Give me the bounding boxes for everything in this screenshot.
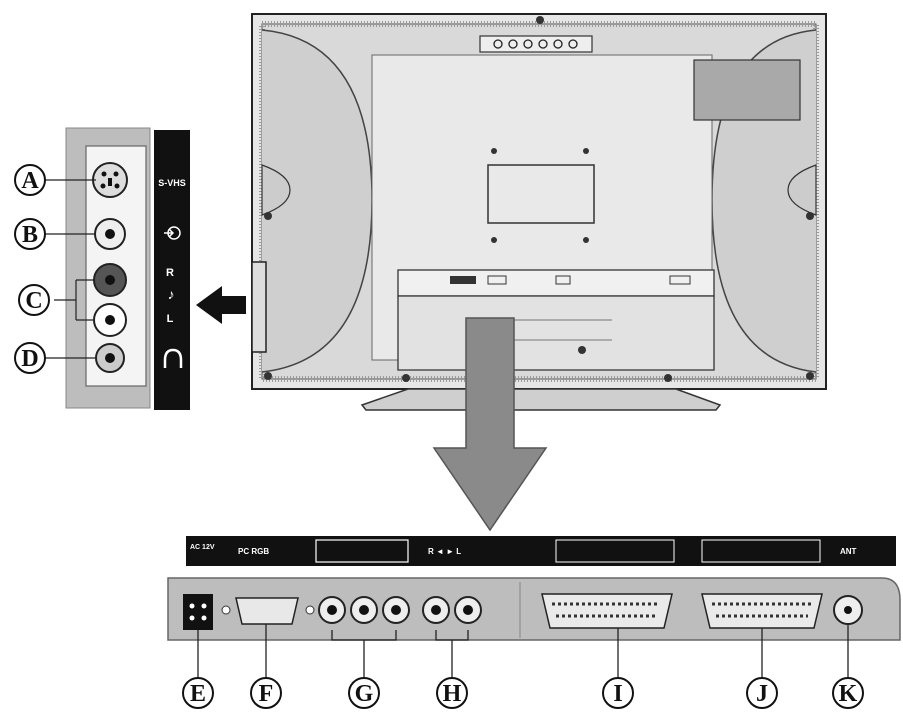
music-note-icon: ♪ xyxy=(168,286,175,302)
label-h: H xyxy=(443,681,462,707)
antenna-text: ANT xyxy=(840,547,857,556)
label-j: J xyxy=(756,681,768,707)
label-i-circle xyxy=(602,677,634,709)
label-f-circle xyxy=(250,677,282,709)
power-port xyxy=(183,594,213,630)
label-d-circle xyxy=(14,342,46,374)
video-in-icon xyxy=(164,226,181,240)
label-c-circle xyxy=(18,284,50,316)
label-a-circle xyxy=(14,164,46,196)
label-a: A xyxy=(21,168,39,194)
label-e-circle xyxy=(182,677,214,709)
audio-ports xyxy=(422,596,482,624)
component-ports xyxy=(318,596,410,624)
label-b: B xyxy=(22,222,38,248)
label-b-circle xyxy=(14,218,46,250)
bottom-labels: E F G H I J K xyxy=(182,624,864,709)
label-f: F xyxy=(259,681,274,707)
headphone-icon xyxy=(163,348,183,368)
side-labels: A B C D xyxy=(14,164,96,374)
down-arrow xyxy=(432,317,548,532)
label-h-circle xyxy=(436,677,468,709)
bottom-panel: AC 12V PC RGB R ◄ ► L ANT xyxy=(167,536,901,641)
label-c: C xyxy=(25,288,42,314)
left-arrow xyxy=(196,286,246,324)
pc-label-text: PC RGB xyxy=(238,547,269,556)
audio-rl-text: R ◄ ► L xyxy=(428,547,461,556)
audio-r-text: R xyxy=(166,267,174,279)
label-g-circle xyxy=(348,677,380,709)
side-panel: S-VHS R ♪ L xyxy=(65,127,190,410)
label-j-circle xyxy=(746,677,778,709)
vga-port xyxy=(221,597,315,625)
label-e: E xyxy=(190,681,206,707)
label-i: I xyxy=(613,681,622,707)
label-k-circle xyxy=(832,677,864,709)
scart-1-port xyxy=(541,593,673,629)
svhs-text: S-VHS xyxy=(158,178,186,188)
label-g: G xyxy=(355,681,374,707)
tv-back-view xyxy=(251,13,827,411)
bottom-label-strip xyxy=(186,536,896,566)
audio-l-text: L xyxy=(167,313,174,325)
label-k: K xyxy=(839,681,858,707)
scart-2-port xyxy=(701,593,823,629)
label-d: D xyxy=(21,346,38,372)
voltage-text: AC 12V xyxy=(190,544,215,551)
